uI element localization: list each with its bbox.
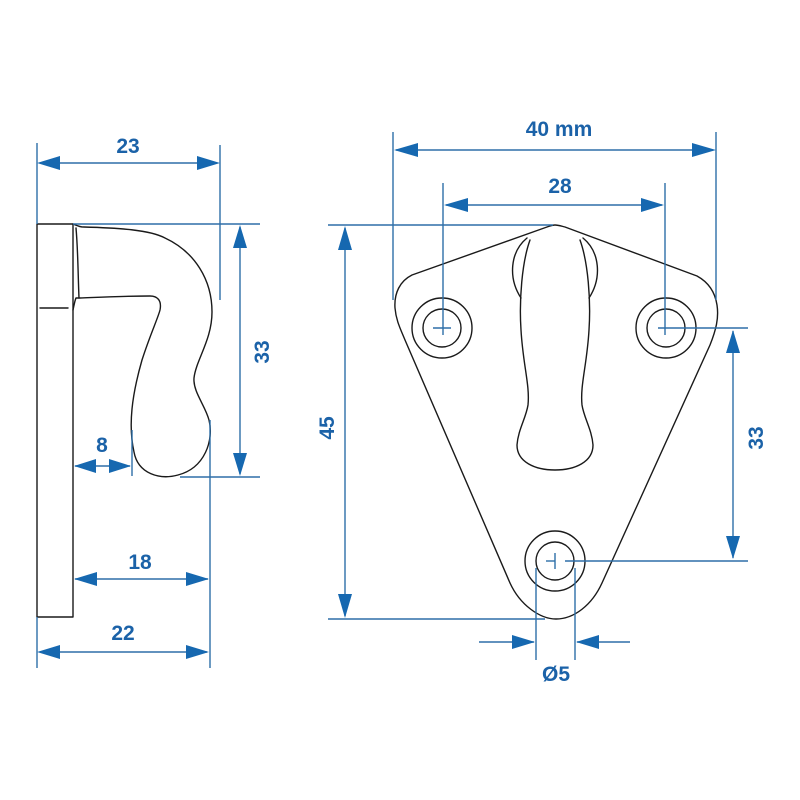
front-hook-tongue — [516, 239, 594, 471]
arrow-left-icon — [74, 459, 96, 473]
dim-label-28: 28 — [548, 175, 572, 198]
arrow-right-icon — [641, 198, 664, 212]
hole-top-left-countersink — [411, 297, 473, 359]
arrow-up-icon — [233, 225, 247, 248]
front-hook-bulge-right — [582, 237, 599, 299]
dim-front-overall-width: 40 mm — [392, 118, 717, 300]
arrow-down-icon — [233, 453, 247, 476]
arrow-right-icon — [186, 572, 209, 586]
arrow-left-icon — [394, 143, 418, 157]
dim-side-hook-gap: 8 — [74, 430, 133, 476]
dim-label-22: 22 — [111, 622, 134, 645]
front-view — [394, 224, 719, 620]
arrow-up-icon — [726, 330, 740, 353]
front-hook-bulge-left — [511, 237, 528, 299]
arrow-right-icon — [186, 645, 209, 659]
dim-label-23: 23 — [116, 135, 139, 158]
arrow-left-icon — [37, 645, 60, 659]
arrow-down-icon — [338, 594, 352, 618]
dim-side-overall-width: 23 — [36, 135, 221, 300]
arrow-right-icon — [197, 156, 220, 170]
dim-label-33-side: 33 — [251, 340, 274, 363]
arrow-up-icon — [338, 226, 352, 250]
front-plate-outline — [394, 224, 719, 620]
arrow-right-icon — [512, 635, 535, 649]
dim-label-diameter: Ø5 — [542, 663, 570, 686]
side-hook-profile — [72, 223, 213, 478]
arrow-right-icon — [692, 143, 716, 157]
dim-label-8: 8 — [96, 434, 108, 457]
dim-label-18: 18 — [128, 551, 152, 574]
dim-side-height: 33 — [73, 223, 274, 478]
dim-front-overall-height: 45 — [316, 224, 553, 620]
arrow-right-icon — [109, 459, 131, 473]
hole-top-left — [422, 308, 462, 348]
side-base-plate — [36, 223, 74, 618]
side-view — [36, 223, 213, 618]
dim-side-base-depth: 22 — [36, 617, 209, 668]
side-hook-fillet — [75, 227, 80, 299]
dim-front-hole-diameter: Ø5 — [479, 568, 630, 686]
arrow-left-icon — [74, 572, 97, 586]
dim-label-33-front: 33 — [745, 426, 768, 449]
arrow-left-icon — [444, 198, 468, 212]
arrow-down-icon — [726, 536, 740, 559]
arrow-left-icon — [37, 156, 60, 170]
arrow-left-icon — [576, 635, 599, 649]
dim-label-45: 45 — [316, 416, 339, 440]
dim-label-40mm: 40 mm — [526, 118, 593, 141]
dim-side-hook-depth: 18 — [74, 420, 211, 668]
dim-front-hole-spacing: 28 — [442, 175, 666, 335]
dim-front-hole-vertical-spacing: 33 — [565, 327, 768, 562]
